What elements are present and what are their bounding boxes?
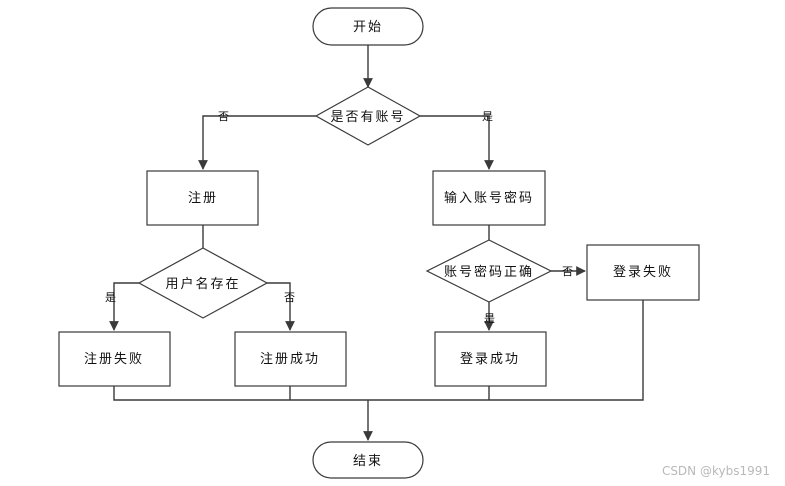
edge-label-credentials-correct-no: 否 xyxy=(562,265,573,278)
node-enter-credentials: 输入账号密码 xyxy=(432,170,546,226)
node-has-account-label: 是否有账号 xyxy=(330,110,405,125)
edge-has-account-yes-to-enter-credentials xyxy=(420,115,494,170)
node-credentials-correct-label: 账号密码正确 xyxy=(444,264,534,280)
node-register-fail: 注册失败 xyxy=(58,331,171,387)
node-start-label: 开始 xyxy=(353,20,383,35)
node-has-account: 是否有账号 xyxy=(314,86,422,146)
node-credentials-correct: 账号密码正确 xyxy=(425,239,553,303)
edge-label-has-account-no: 否 xyxy=(218,110,229,123)
node-end-label: 结束 xyxy=(353,454,383,469)
node-login-fail-label: 登录失败 xyxy=(613,265,673,280)
node-end: 结束 xyxy=(312,441,424,479)
edge-label-username-exists-yes: 是 xyxy=(105,291,116,304)
node-login-success-label: 登录成功 xyxy=(460,352,520,367)
edge-username-exists-no-to-register-success xyxy=(267,282,295,331)
node-register-success-label: 注册成功 xyxy=(260,352,320,367)
node-enter-credentials-label: 输入账号密码 xyxy=(444,190,534,206)
node-login-fail: 登录失败 xyxy=(586,244,700,301)
watermark: CSDN @kybs1991 xyxy=(662,464,770,478)
edge-label-has-account-yes: 是 xyxy=(482,110,493,123)
node-register-fail-label: 注册失败 xyxy=(84,352,144,367)
node-start: 开始 xyxy=(312,7,424,46)
node-username-exists-label: 用户名存在 xyxy=(165,276,240,292)
edge-label-username-exists-no: 否 xyxy=(284,291,295,304)
node-username-exists: 用户名存在 xyxy=(137,247,269,319)
edge-has-account-no-to-register xyxy=(198,115,316,170)
edge-bottom-merge xyxy=(113,300,644,401)
node-register: 注册 xyxy=(146,170,259,226)
edge-label-credentials-correct-yes: 是 xyxy=(484,312,495,325)
edge-username-exists-yes-to-register-fail xyxy=(109,282,139,331)
node-register-label: 注册 xyxy=(188,191,218,206)
node-login-success: 登录成功 xyxy=(434,331,547,387)
node-register-success: 注册成功 xyxy=(234,331,347,387)
